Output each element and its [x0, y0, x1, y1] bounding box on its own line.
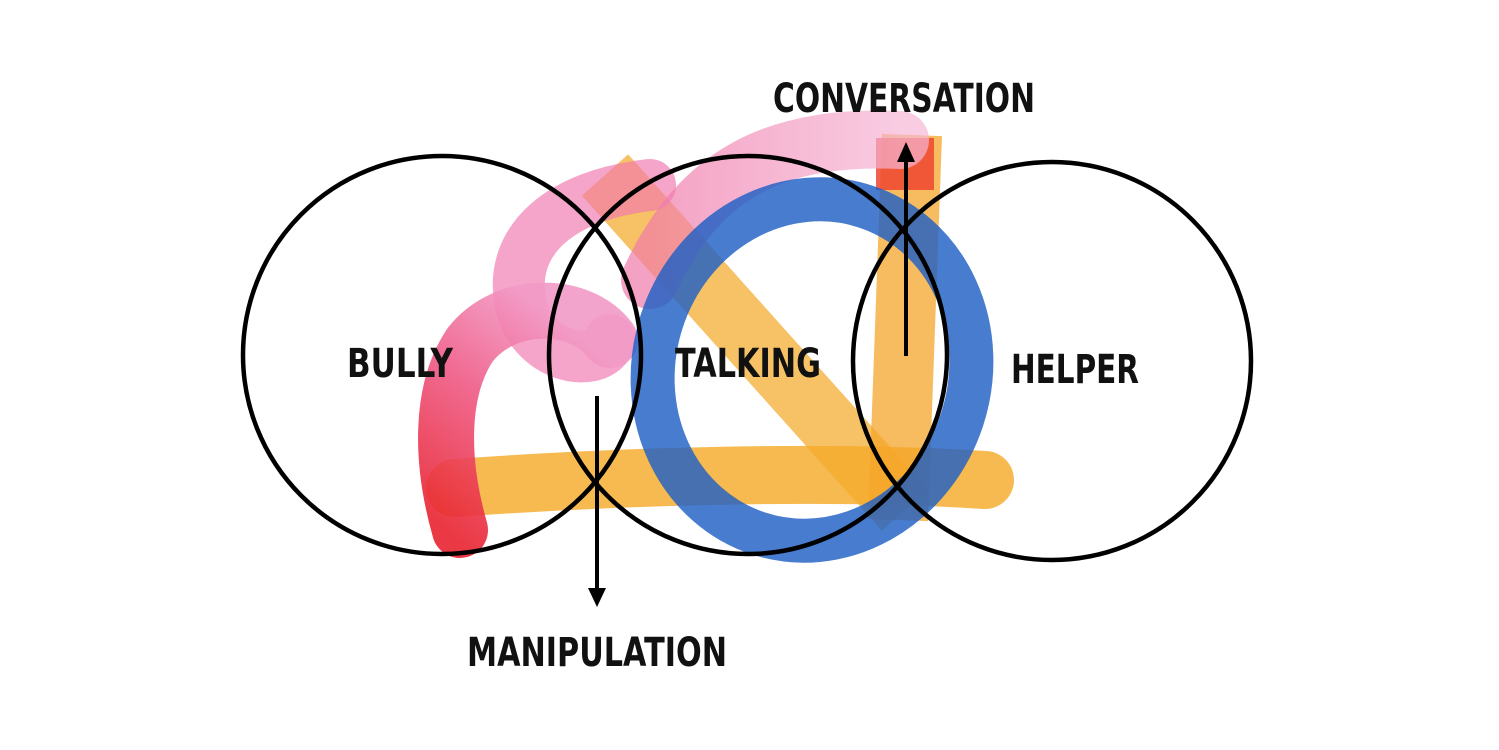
circle-outlines: [240, 153, 1254, 563]
bully-circle: [240, 153, 644, 557]
conversation-arrow: [897, 142, 915, 356]
arrow-down-icon: [588, 588, 606, 607]
red-hook-stroke: [418, 282, 638, 558]
bully-label: BULLY: [347, 341, 454, 387]
helper-label: HELPER: [1011, 347, 1139, 393]
helper-circle: [850, 159, 1254, 563]
talking-circle: [546, 153, 950, 557]
arrow-up-icon: [897, 142, 915, 162]
conversation-label: CONVERSATION: [773, 76, 1035, 122]
blue-ring-stroke: [630, 177, 994, 563]
pink-arc-stroke: [621, 110, 929, 309]
manipulation-arrow: [588, 396, 606, 607]
manipulation-label: MANIPULATION: [467, 630, 727, 676]
talking-label: TALKING: [675, 341, 821, 387]
